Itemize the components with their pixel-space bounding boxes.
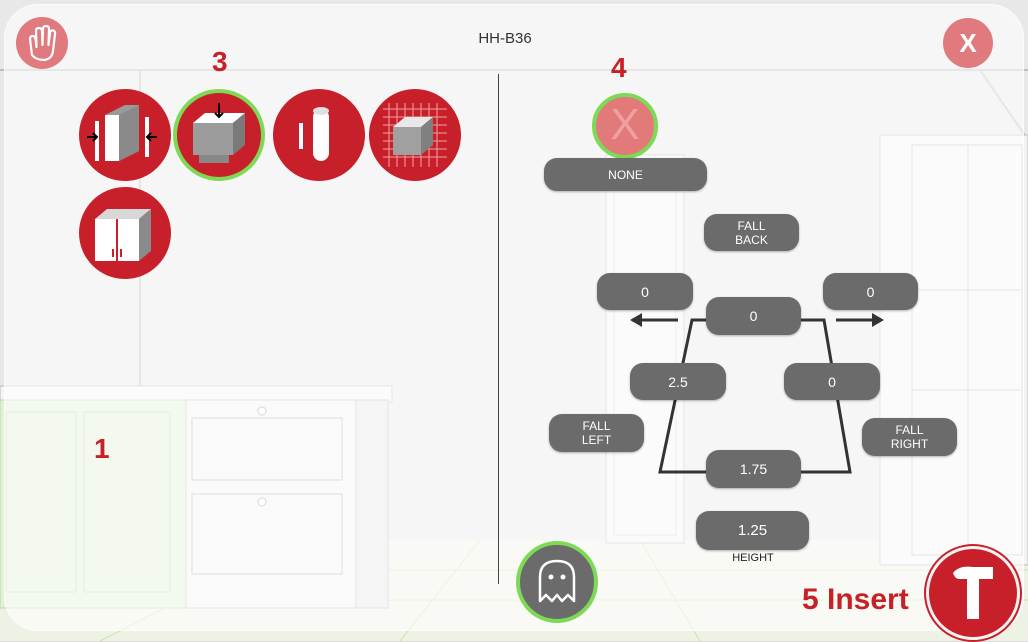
step-4-label: 4 <box>611 52 627 83</box>
rod-icon <box>299 107 329 161</box>
insert-button[interactable] <box>926 546 1020 640</box>
fall-back-button[interactable]: FALL BACK <box>704 214 799 251</box>
cabinet-doors-icon <box>95 209 151 261</box>
ghost-button[interactable] <box>516 541 598 623</box>
step-1-label: 1 <box>94 433 110 464</box>
height-label: HEIGHT <box>732 552 774 564</box>
overlay-panel <box>4 4 1024 631</box>
hammer-icon <box>953 566 993 619</box>
top-left-value[interactable]: 0 <box>597 273 693 310</box>
fall-left-button[interactable]: FALL LEFT <box>549 414 644 452</box>
bottom-value[interactable]: 1.75 <box>706 450 801 488</box>
hand-button[interactable] <box>16 17 68 69</box>
center-top-value[interactable]: 0 <box>706 297 801 335</box>
mid-right-value[interactable]: 0 <box>784 363 880 400</box>
width-adjust-icon <box>87 105 157 161</box>
insert-label: 5 Insert <box>802 583 909 616</box>
depth-adjust-button[interactable] <box>173 89 265 181</box>
close-button[interactable]: X <box>943 18 993 68</box>
ghost-icon <box>538 559 576 603</box>
grid-cube-button[interactable] <box>369 89 461 181</box>
fall-none-button[interactable]: NONE <box>544 158 707 191</box>
page-title: HH-B36 <box>478 30 532 47</box>
top-right-value[interactable]: 0 <box>823 273 918 310</box>
rod-button[interactable] <box>273 89 365 181</box>
mid-left-value[interactable]: 2.5 <box>630 363 726 400</box>
cabinet-doors-button[interactable] <box>79 187 171 279</box>
grid-cube-icon <box>383 103 447 167</box>
depth-adjust-icon <box>193 103 245 163</box>
hand-icon <box>28 24 57 62</box>
fall-right-button[interactable]: FALL RIGHT <box>862 418 957 456</box>
close-icon: X <box>610 100 640 149</box>
step-3-label: 3 <box>212 46 228 77</box>
width-adjust-button[interactable] <box>79 89 171 181</box>
panel-divider <box>498 74 499 584</box>
height-value[interactable]: 1.25 <box>696 511 809 550</box>
close-icon: X <box>959 28 977 58</box>
no-fall-marker[interactable]: X <box>592 93 658 159</box>
